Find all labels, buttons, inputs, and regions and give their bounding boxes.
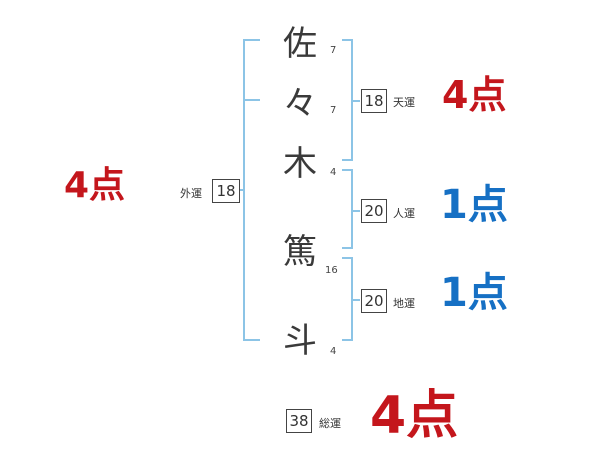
jinun-value-box: 20 [361, 199, 387, 223]
stroke-count-3: 4 [330, 167, 337, 178]
stroke-count-2: 7 [330, 105, 337, 116]
name-char-4: 篤 [283, 232, 317, 272]
name-char-3: 木 [283, 144, 317, 184]
name-char-1: 佐 [283, 24, 317, 64]
chiun-label: 地運 [393, 297, 415, 310]
gaiun-score: 4点 [64, 165, 126, 206]
stroke-count-1: 7 [330, 45, 337, 56]
jinun-score: 1点 [440, 182, 508, 228]
souun-value-box: 38 [286, 409, 312, 433]
gaiun-label: 外運 [180, 187, 202, 200]
jinun-label: 人運 [393, 207, 415, 220]
name-char-2: 々 [283, 84, 317, 124]
stroke-count-4: 16 [325, 265, 338, 276]
chiun-score: 1点 [440, 270, 508, 316]
gaiun-value-box: 18 [212, 179, 240, 203]
stroke-count-5: 4 [330, 346, 337, 357]
chiun-value-box: 20 [361, 289, 387, 313]
tenun-value-box: 18 [361, 89, 387, 113]
tenun-label: 天運 [393, 96, 415, 109]
souun-score: 4点 [370, 386, 459, 446]
name-char-5: 斗 [283, 321, 317, 361]
souun-label: 総運 [319, 417, 341, 430]
tenun-score: 4点 [442, 73, 507, 117]
